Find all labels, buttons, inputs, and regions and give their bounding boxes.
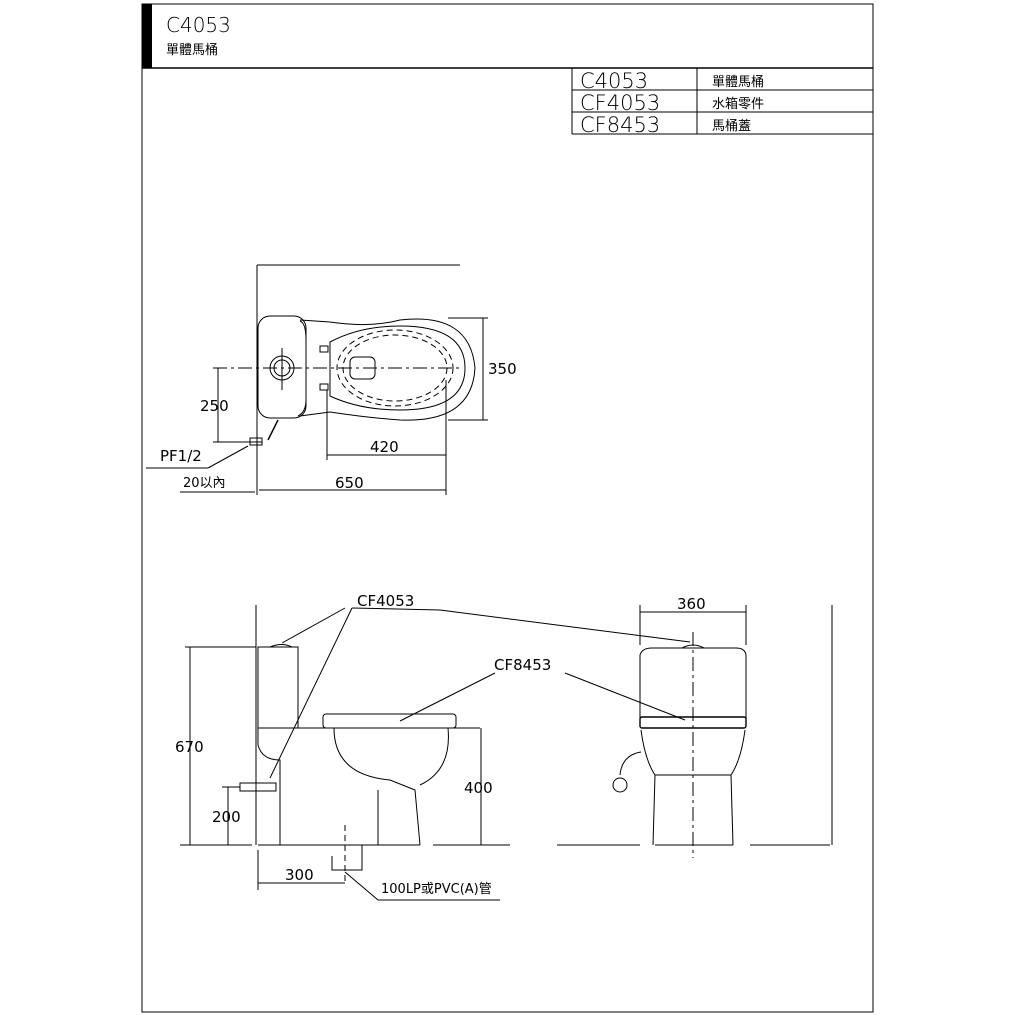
dim-supply-200: 200 — [212, 808, 241, 826]
tank-parts-label: CF4053 — [357, 592, 414, 610]
dim-roughin-300: 300 — [285, 866, 314, 884]
header-subtitle: 單體馬桶 — [166, 43, 218, 58]
side-view: CF4053 CF8453 670 200 400 300 100LP或PVC(… — [175, 592, 691, 901]
front-view: 360 — [557, 595, 833, 858]
part-name: 單體馬桶 — [712, 75, 764, 90]
seat-label: CF8453 — [494, 656, 551, 674]
dim-height-670: 670 — [175, 738, 204, 756]
tank-front — [639, 647, 747, 720]
wall-gap-label: 20以內 — [183, 476, 226, 491]
tank-side — [257, 646, 299, 729]
dim-width-350: 350 — [488, 360, 517, 378]
part-name: 馬桶蓋 — [712, 119, 751, 134]
dim-total-650: 650 — [335, 474, 364, 492]
dim-width-360: 360 — [677, 595, 706, 613]
dim-seat-400: 400 — [464, 779, 493, 797]
part-code: C4053 — [580, 69, 648, 93]
bowl-outline — [299, 318, 476, 421]
part-name: 水箱零件 — [712, 96, 764, 112]
drawing-frame — [141, 3, 874, 1013]
seat-front — [639, 716, 747, 729]
seat-side — [322, 713, 457, 729]
header-bar — [142, 4, 152, 68]
part-code: CF8453 — [580, 113, 660, 137]
dim-supply-250: 250 — [200, 397, 229, 415]
dim-bowl-420: 420 — [370, 438, 399, 456]
top-view: 350 420 650 250 PF1/2 20以內 — [146, 264, 517, 495]
header-model: C4053 — [166, 13, 231, 37]
part-code: CF4053 — [580, 91, 660, 115]
supply-label: PF1/2 — [160, 447, 202, 465]
parts-table: C4053 單體馬桶 CF4053 水箱零件 CF8453 馬桶蓋 — [571, 68, 873, 137]
drain-label: 100LP或PVC(A)管 — [381, 882, 492, 897]
